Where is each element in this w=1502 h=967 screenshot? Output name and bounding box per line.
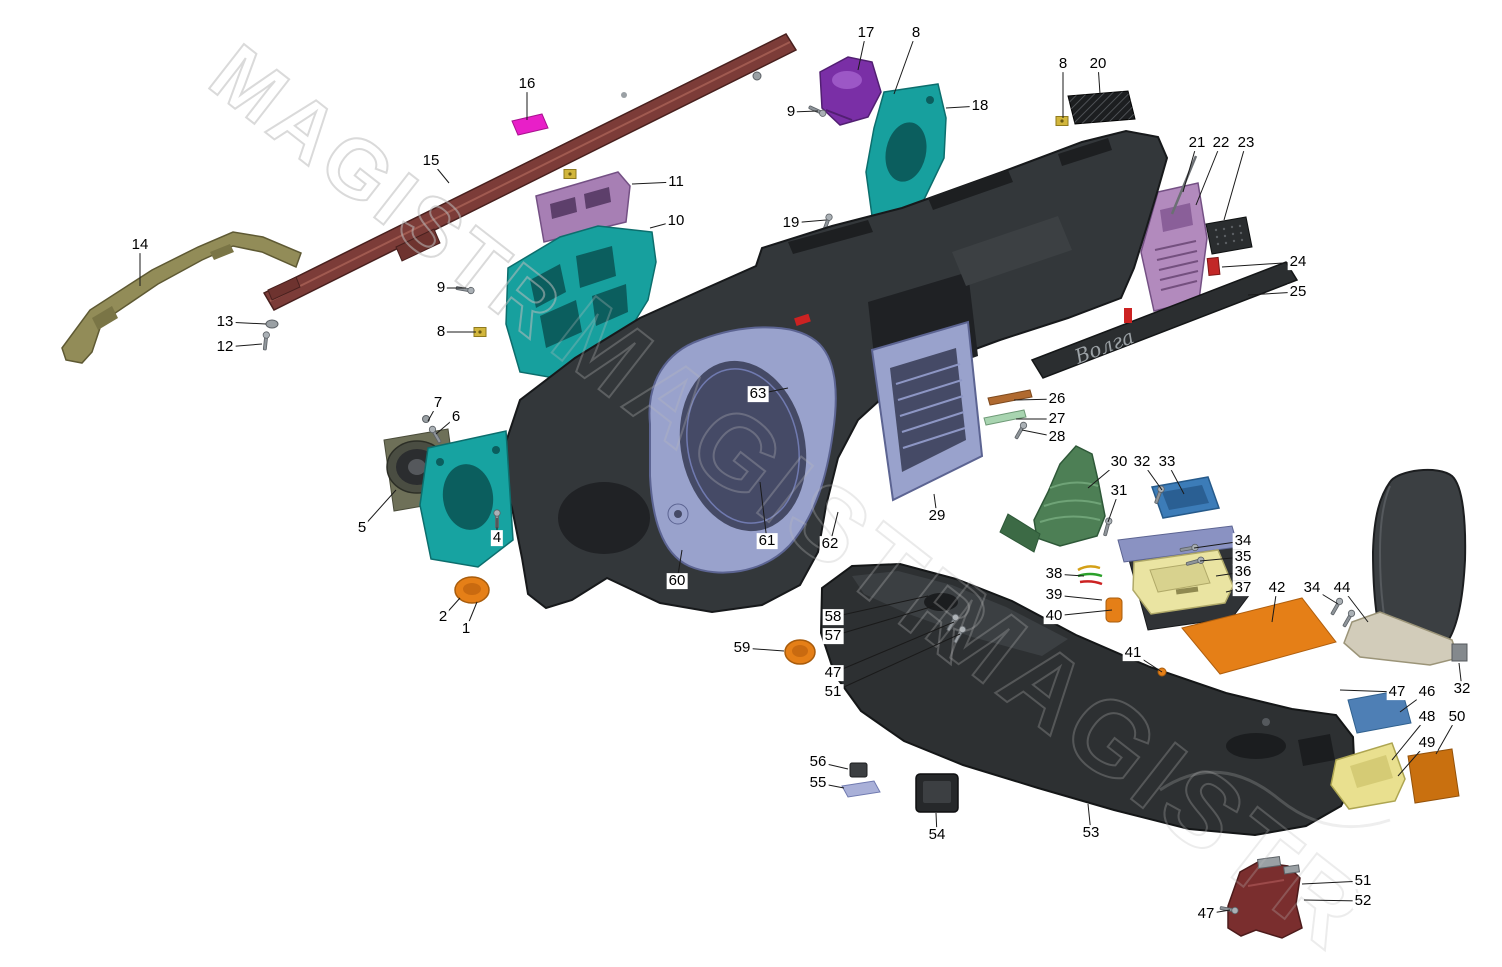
part-grille-20 [1067,90,1136,125]
part-strip-27 [983,409,1027,426]
part-bracket-beige-44 [1343,611,1459,666]
brand-script: Волга [1070,324,1137,369]
watermark-swirl [1159,770,1391,829]
part-mat-42 [1181,597,1337,675]
part-cluster-bezel [648,326,837,574]
part-cap-1 [454,576,490,604]
part-screw-28 [1012,420,1029,441]
part-speaker-bracket [419,430,514,568]
part-clip-16 [511,113,549,136]
part-red-24 [1206,256,1221,277]
part-air-duct [819,56,882,126]
part-tray-33 [1150,476,1221,519]
part-shifter-boot [999,445,1106,553]
part-pocket-46 [1347,689,1412,734]
part-cap-59 [784,639,816,665]
part-crossbeam [262,33,798,311]
fasteners-left [261,319,279,351]
part-tray-48 [1330,742,1406,810]
part-clip-8 [1055,116,1069,126]
part-mat-50 [1407,748,1460,804]
part-console-53 [819,562,1357,837]
part-plug-41 [1157,667,1167,677]
part-center-panel [870,320,984,502]
part-glovebox [1117,525,1251,631]
part-left-bracket [61,231,302,364]
part-grille-23 [1205,216,1253,255]
part-bracket-52 [1227,855,1303,939]
part-washer-7 [422,415,430,423]
watermark-text-1: MAGISTR [194,28,581,358]
part-strip-26 [987,389,1033,406]
part-wiring-38 [1077,565,1103,586]
part-side-duct-bracket [865,83,947,217]
part-screw-34 [1328,596,1345,617]
part-clip-8 [563,169,577,179]
part-switch-54 [915,773,959,813]
part-clip-32 [1451,643,1468,662]
part-plate-55 [841,780,881,798]
part-orange-knob-39 [1105,597,1123,623]
part-clip-56 [849,762,868,778]
part-radio-bracket-upper [535,171,631,243]
part-clip-8 [473,327,487,337]
